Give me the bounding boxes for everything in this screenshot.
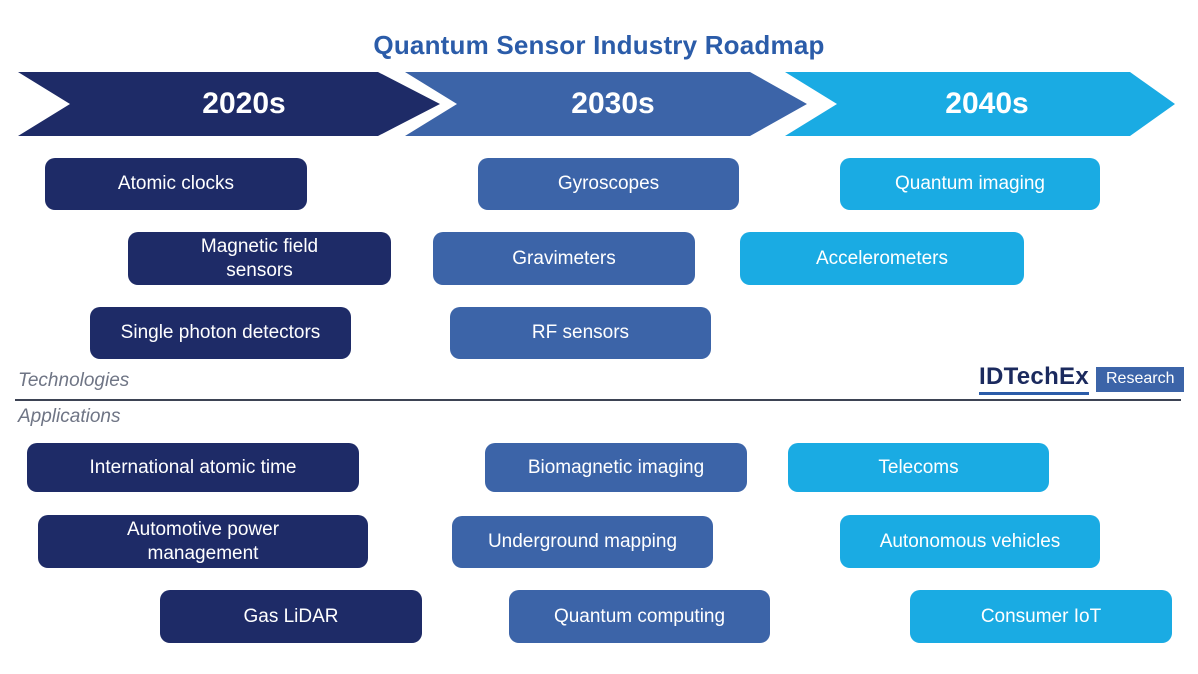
app-box-quantum-computing-label: Quantum computing [553,605,726,627]
tech-box-rf-sensors: RF sensors [450,307,711,359]
app-box-telecoms: Telecoms [788,443,1049,492]
app-box-international-atomic-time-label: International atomic time [89,456,297,478]
idtechex-logo-brand: IDTechEx [979,363,1089,395]
app-box-gas-lidar-label: Gas LiDAR [243,605,339,627]
app-box-biomagnetic-imaging: Biomagnetic imaging [485,443,747,492]
app-box-automotive-power-management-label: Automotive power management [126,518,280,564]
tech-box-quantum-imaging: Quantum imaging [840,158,1100,210]
timeline-band-2020s: 2020s [18,72,440,136]
timeline-band-2030s: 2030s [405,72,807,136]
applications-section-label: Applications [18,406,121,427]
tech-box-rf-sensors-label: RF sensors [531,322,630,343]
tech-box-magnetic-field-sensors-label: Magnetic field sensors [200,235,319,281]
timeline-band-2040s-label: 2040s [945,87,1029,120]
tech-box-single-photon-detectors: Single photon detectors [90,307,351,359]
technologies-section-label: Technologies [18,370,130,391]
app-box-consumer-iot: Consumer IoT [910,590,1172,643]
app-box-gas-lidar: Gas LiDAR [160,590,422,643]
section-divider-line [15,399,1181,401]
timeline-band-2030s-label: 2030s [571,87,655,120]
tech-box-single-photon-detectors-label: Single photon detectors [120,322,321,343]
tech-box-gyroscopes-label: Gyroscopes [557,173,660,194]
tech-box-gyroscopes: Gyroscopes [478,158,739,210]
tech-box-quantum-imaging-label: Quantum imaging [895,173,1045,194]
idtechex-logo: IDTechEx Research [979,363,1185,395]
app-box-automotive-power-management: Automotive power management [38,515,368,568]
tech-box-gravimeters: Gravimeters [433,232,695,285]
timeline-band-2040s: 2040s [785,72,1175,136]
tech-box-magnetic-field-sensors: Magnetic field sensors [128,232,391,285]
tech-box-accelerometers: Accelerometers [740,232,1024,285]
app-box-telecoms-label: Telecoms [878,456,959,478]
tech-box-gravimeters-label: Gravimeters [512,247,616,269]
app-box-autonomous-vehicles-label: Autonomous vehicles [879,530,1061,552]
tech-box-accelerometers-label: Accelerometers [816,247,948,269]
app-box-international-atomic-time: International atomic time [27,443,359,492]
app-box-underground-mapping: Underground mapping [452,516,713,568]
page-title: Quantum Sensor Industry Roadmap [373,30,825,60]
app-box-quantum-computing: Quantum computing [509,590,770,643]
idtechex-logo-research-badge: Research [1096,366,1185,392]
app-box-underground-mapping-label: Underground mapping [487,531,678,552]
app-box-autonomous-vehicles: Autonomous vehicles [840,515,1100,568]
app-box-biomagnetic-imaging-label: Biomagnetic imaging [527,456,705,478]
app-box-consumer-iot-label: Consumer IoT [980,605,1102,627]
tech-box-atomic-clocks-label: Atomic clocks [117,173,235,194]
timeline-band-2020s-label: 2020s [202,87,286,120]
tech-box-atomic-clocks: Atomic clocks [45,158,307,210]
